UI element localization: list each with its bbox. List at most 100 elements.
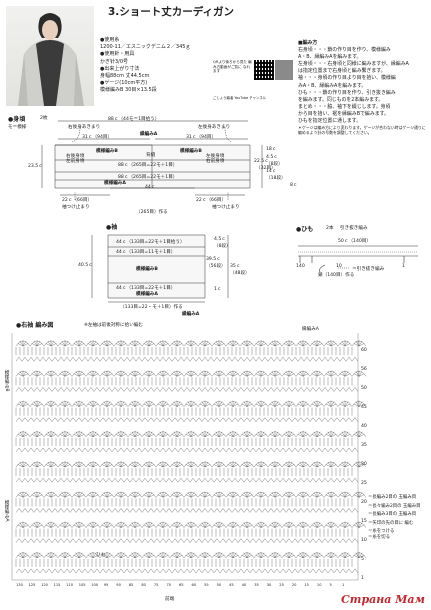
stitch-fan-ray	[246, 343, 253, 347]
stitch-fan-ray	[145, 461, 150, 468]
stitch-fan-ray	[134, 494, 141, 498]
stitch-fan-ray	[190, 431, 195, 437]
stitch-fan-ray	[101, 343, 108, 347]
stitch-fan-ray	[50, 401, 55, 407]
stitch-fan-ray	[344, 373, 351, 377]
stitch-fan-ray	[117, 431, 122, 437]
column-number: 1	[342, 583, 345, 587]
stitch-fan-ray	[176, 403, 183, 407]
stitch-fan-ray	[218, 371, 223, 377]
stitch-fan-ray	[78, 401, 83, 407]
stitch-fan-ray	[22, 554, 29, 558]
stitch-fan-ray	[274, 552, 279, 558]
stitch-fan-ray	[218, 343, 225, 347]
stitch-fan-ray	[288, 401, 293, 407]
stitch-fan-ray	[190, 403, 197, 407]
stitch-fan-ray	[288, 433, 295, 437]
body-height-r2b: （32目）	[256, 166, 276, 171]
stitch-fan-ray	[269, 403, 276, 407]
stitch-fan-ray	[148, 552, 153, 558]
stitch-fan-ray	[302, 343, 309, 347]
column-number: 120	[41, 583, 48, 587]
stitch-fan-ray	[22, 371, 27, 377]
stitch-fan-ray	[274, 431, 279, 437]
stitch-fan-ray	[64, 464, 71, 468]
stitch-fan-ray	[92, 403, 99, 407]
stitch-fan-ray	[47, 522, 52, 528]
stitch-fan-ray	[176, 373, 183, 377]
method-line: 左身頃・・・右身頃と同様に編みますが、縁編みA	[298, 61, 409, 68]
stitch-fan-ray	[61, 552, 66, 558]
stitch-fan-ray	[148, 371, 153, 377]
stitch-fan-ray	[87, 433, 94, 437]
stitch-fan-ray	[285, 492, 290, 498]
stitch-chain	[15, 538, 359, 544]
stitch-fan-ray	[78, 522, 83, 528]
stitch-fan-ray	[285, 522, 290, 528]
stitch-fan-ray	[59, 554, 66, 558]
stitch-fan-ray	[330, 522, 335, 528]
size-value: 身幅88cm 丈44.5cm	[100, 73, 150, 80]
stitch-fan-ray	[229, 431, 234, 437]
stitch-fan-ray	[330, 340, 335, 347]
stitch-fan-ray	[185, 554, 192, 558]
row-number: 20	[361, 500, 367, 505]
stitch-fan-ray	[103, 371, 108, 377]
stitch-fan-ray	[302, 401, 307, 407]
stitch-fan-ray	[115, 343, 122, 347]
stitch-fan-ray	[19, 522, 24, 528]
stitch-fan-ray	[358, 371, 363, 377]
stitch-fan-ray	[143, 554, 150, 558]
body-bottom-left: 22ｃ（66目）	[62, 198, 93, 203]
qr-code-icon[interactable]	[254, 60, 274, 80]
stitch-fan-ray	[288, 340, 293, 347]
chart-pattern-a-left: 模様編みA	[4, 500, 9, 522]
stitch-fan-ray	[218, 403, 225, 407]
stitch-fan-ray	[229, 340, 234, 347]
stitch-fan-ray	[134, 431, 139, 437]
stitch-fan-ray	[148, 522, 153, 528]
legend-item: ＝糸をつける	[368, 529, 395, 535]
stitch-fan-ray	[271, 340, 276, 347]
stitch-fan-ray	[61, 431, 66, 437]
row-number: 40	[361, 424, 367, 429]
stitch-fan-ray	[59, 373, 66, 377]
stitch-fan-ray	[31, 494, 38, 498]
stitch-fan-ray	[330, 552, 335, 558]
stitch-fan-ray	[185, 433, 192, 437]
method-line: ひも・・・鎖の作り目を作り、引き抜き編み	[298, 89, 396, 96]
stitch-fan-ray	[134, 371, 139, 377]
stitch-fan-ray	[232, 552, 237, 558]
himo-legend: ＝引き抜き編み	[352, 267, 385, 272]
stitch-fan-ray	[316, 343, 323, 347]
stitch-fan-ray	[246, 403, 253, 407]
stitch-fan-ray	[241, 403, 248, 407]
stitch-fan-ray	[36, 461, 41, 468]
stitch-fan-ray	[232, 464, 239, 468]
stitch-fan-ray	[241, 524, 248, 528]
stitch-fan-ray	[45, 524, 52, 528]
stitch-fan-ray	[134, 492, 139, 498]
stitch-fan-ray	[106, 552, 111, 558]
stitch-fan-ray	[131, 492, 136, 498]
stitch-fan-ray	[31, 343, 38, 347]
stitch-fan-ray	[157, 494, 164, 498]
row-number: 60	[361, 348, 367, 353]
stitch-fan-ray	[316, 340, 321, 347]
stitch-fan-ray	[241, 433, 248, 437]
stitch-fan-ray	[190, 552, 195, 558]
stitch-fan-ray	[325, 403, 332, 407]
stitch-fan-ray	[344, 554, 351, 558]
stitch-fan-ray	[358, 431, 363, 437]
stitch-fan-ray	[316, 494, 323, 498]
sleeve-stop-right: 袖つけ止まり	[212, 205, 240, 210]
stitch-fan-ray	[311, 524, 318, 528]
stitch-fan-ray	[22, 343, 29, 347]
stitch-fan-ray	[227, 343, 234, 347]
stitch-fan-ray	[257, 340, 262, 347]
stitch-fan-ray	[143, 464, 150, 468]
edge-a-label: 縁編みA	[140, 132, 158, 137]
stitch-fan-ray	[204, 492, 209, 498]
himo-width: 50ｃ（140目）	[338, 239, 371, 244]
stitch-fan-ray	[159, 431, 164, 437]
